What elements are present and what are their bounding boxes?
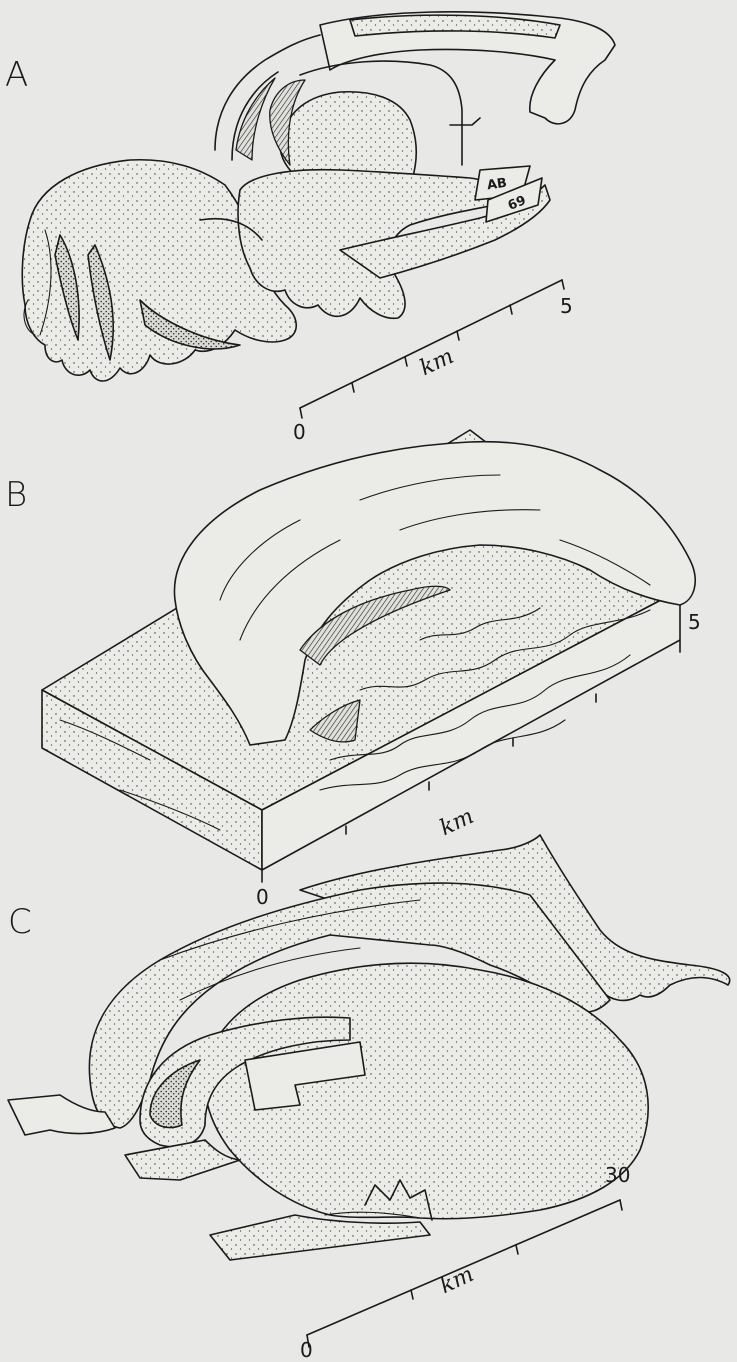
panel-a-scale-start: 0: [293, 422, 306, 442]
panel-c-drawing: [8, 835, 730, 1260]
panel-a-label: A: [5, 58, 28, 92]
panel-c-scale-start: 0: [300, 1340, 313, 1360]
panel-c-label: C: [8, 905, 32, 939]
panel-a-drawing: [22, 12, 615, 381]
panel-b-scale-start: 0: [256, 887, 269, 907]
panel-b-label: B: [5, 478, 27, 512]
panel-a-scale-end: 5: [560, 296, 573, 316]
panel-c-scale-end: 30: [605, 1165, 630, 1185]
panel-b-drawing: [42, 430, 695, 870]
panel-a-tag-top: AB: [486, 177, 508, 193]
panel-b-scale-end: 5: [688, 612, 701, 632]
